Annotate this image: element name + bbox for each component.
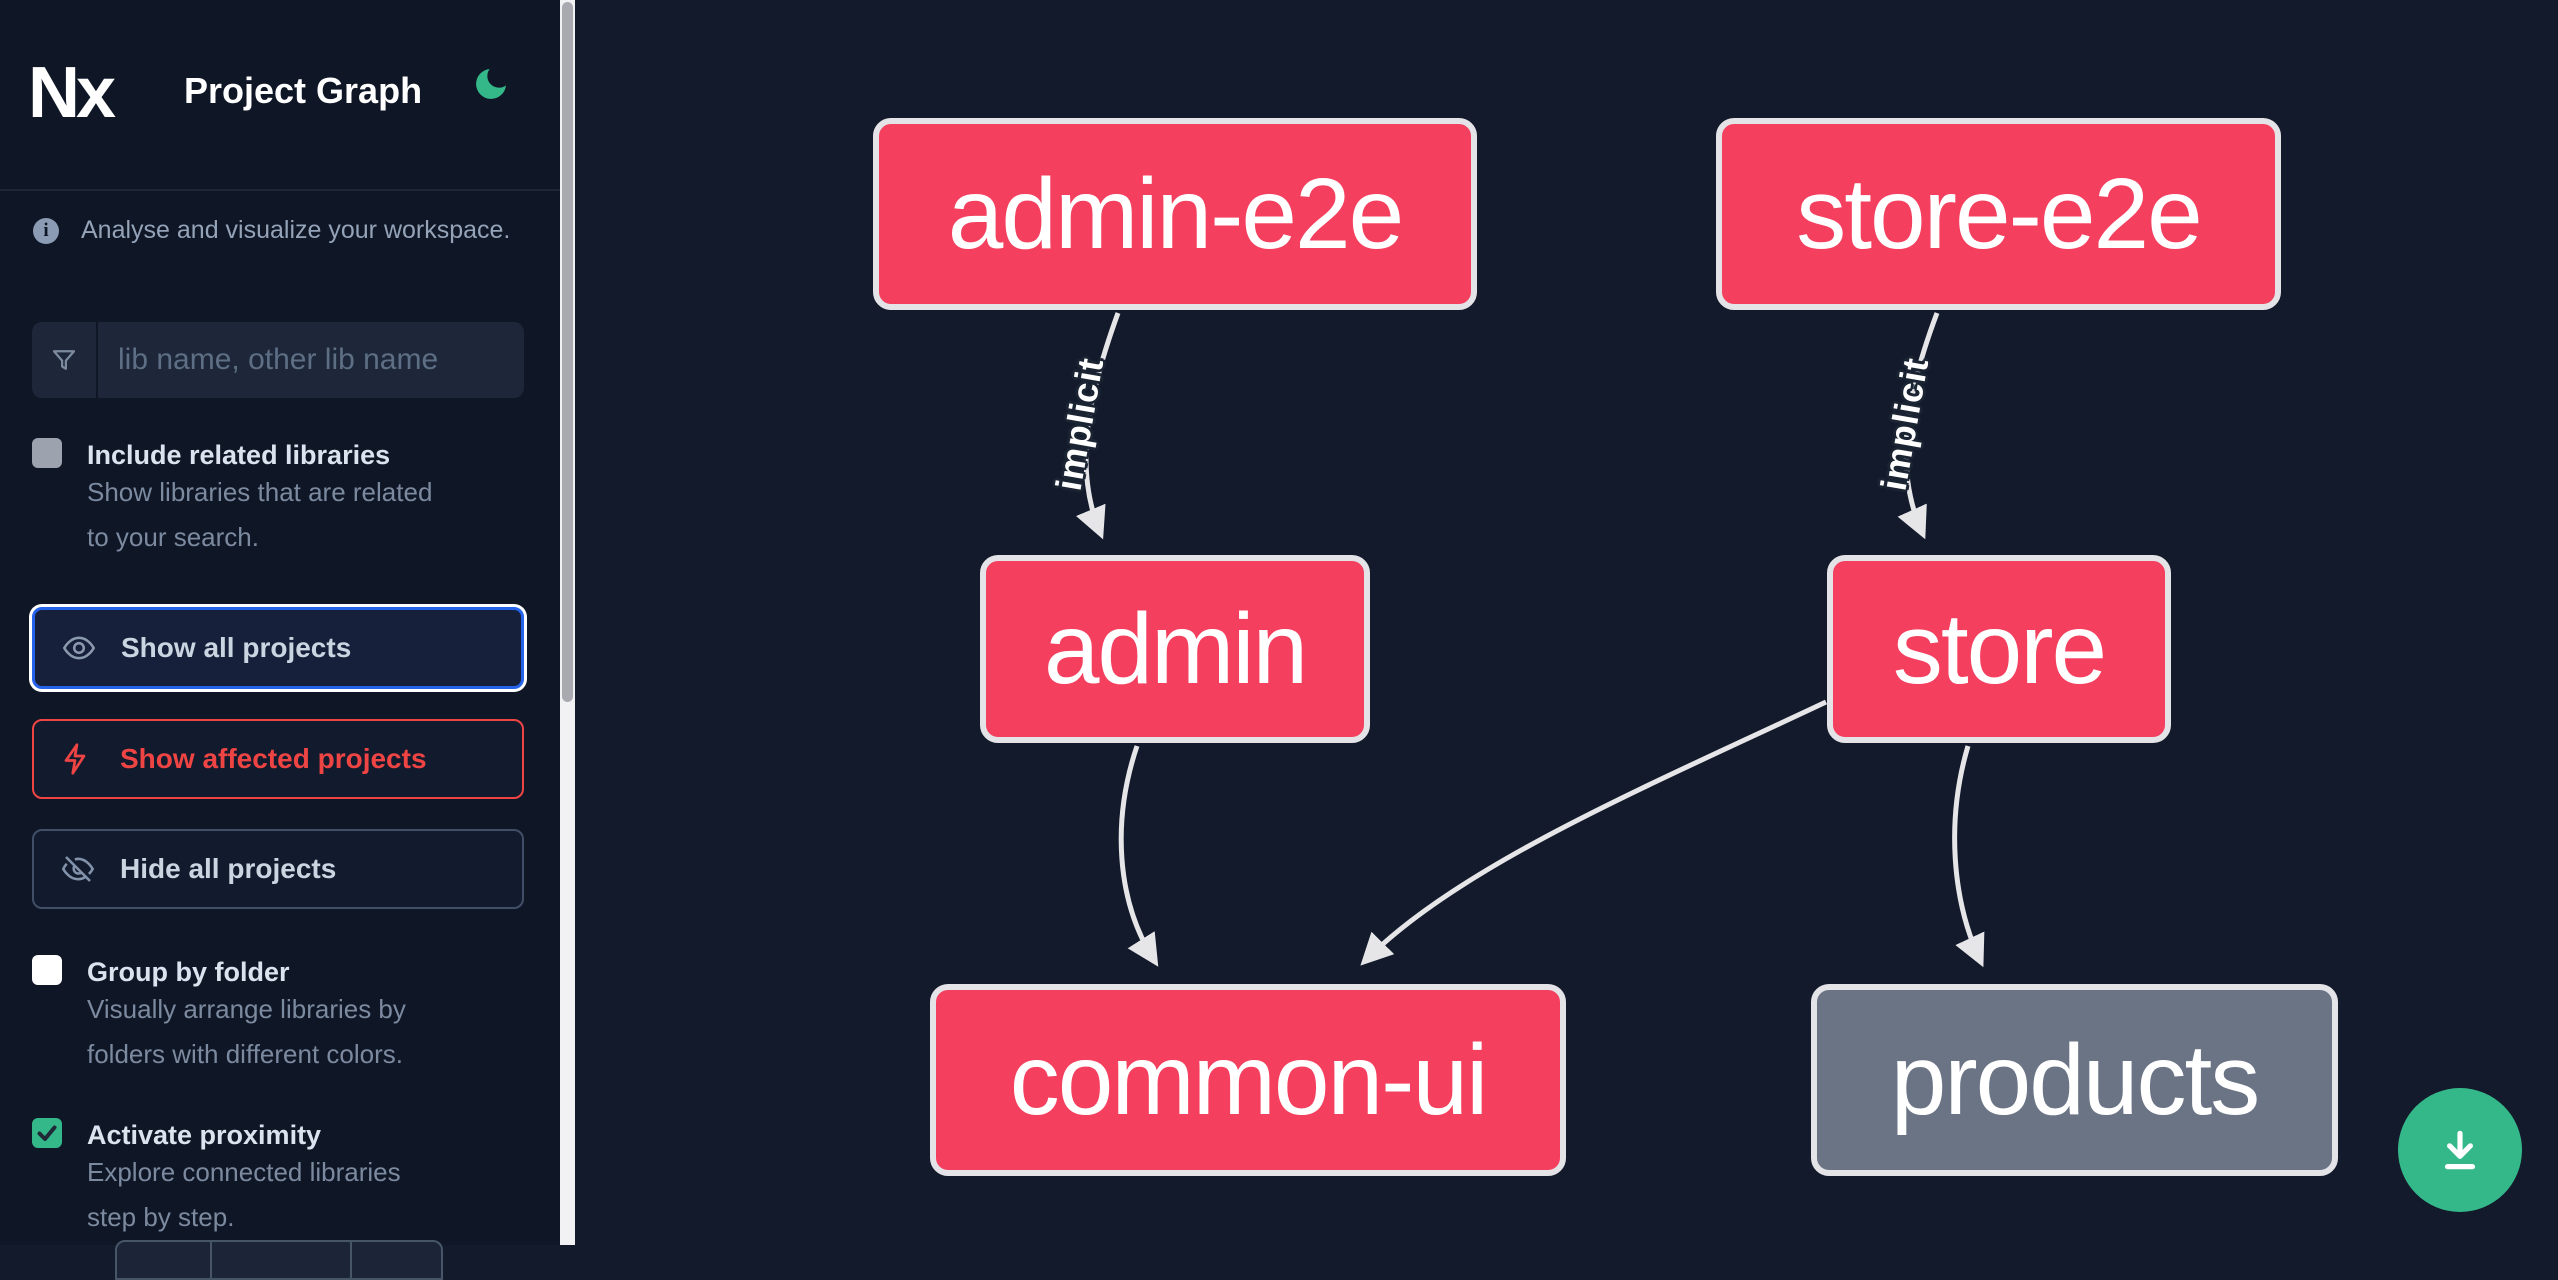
graph-node-products[interactable]: products [1811, 984, 2338, 1176]
graph-node-admin[interactable]: admin [980, 555, 1370, 743]
eye-icon [62, 636, 96, 660]
check-icon [37, 1125, 57, 1141]
checkbox-group-by-folder[interactable] [32, 955, 62, 985]
info-icon: i [33, 217, 59, 244]
graph-node-common-ui[interactable]: common-ui [930, 984, 1566, 1176]
graph-edge-store-products [1952, 745, 1985, 968]
stepper-value [210, 1242, 350, 1278]
checkbox-activate-proximity-description: Explore connected libraries step by step… [87, 1157, 401, 1232]
graph-edge-admin-e2e-admin [1075, 312, 1121, 540]
show-all-projects-button[interactable]: Show all projects [32, 607, 524, 689]
show-affected-projects-button[interactable]: Show affected projects [32, 719, 524, 799]
checkbox-include-related-label[interactable]: Include related libraries [87, 440, 391, 470]
filter-icon [32, 322, 98, 398]
graph-node-admin-e2e[interactable]: admin-e2e [873, 118, 1477, 310]
sidebar: Nx Project Graph i Analyse and visualize… [0, 0, 560, 1280]
show-all-projects-label: Show all projects [121, 632, 352, 663]
edge-group [1075, 312, 1985, 968]
checkbox-activate-proximity-label[interactable]: Activate proximity [87, 1120, 322, 1150]
proximity-depth-stepper [115, 1240, 443, 1280]
graph-edge-admin-common-ui [1118, 745, 1159, 967]
graph-node-store[interactable]: store [1827, 555, 2171, 743]
checkbox-include-related-description: Show libraries that are related to your … [87, 477, 433, 552]
stepper-increment-button[interactable] [350, 1242, 441, 1278]
checkbox-activate-proximity[interactable] [32, 1118, 62, 1148]
hide-all-projects-button[interactable]: Hide all projects [32, 829, 524, 909]
graph-edge-store-e2e-store [1897, 312, 1940, 540]
nx-logo: Nx [28, 53, 116, 133]
theme-toggle-moon-icon[interactable] [471, 64, 511, 104]
scrollbar-thumb[interactable] [562, 2, 573, 702]
sidebar-scrollbar[interactable] [560, 0, 575, 1245]
checkbox-group-by-folder-description: Visually arrange libraries by folders wi… [87, 994, 406, 1069]
info-banner: i Analyse and visualize your workspace. [33, 216, 510, 245]
edges-svg [1075, 312, 1985, 968]
search-box [32, 322, 524, 398]
stepper-decrement-button[interactable] [117, 1242, 210, 1278]
search-input[interactable] [98, 322, 524, 398]
graph-edge-store-common-ui [1360, 699, 1828, 966]
download-icon [2444, 1130, 2476, 1170]
checkbox-include-related[interactable] [32, 438, 62, 468]
checkbox-group-by-folder-label[interactable]: Group by folder [87, 957, 290, 987]
graph-node-store-e2e[interactable]: store-e2e [1716, 118, 2281, 310]
hide-all-projects-label: Hide all projects [120, 853, 337, 884]
info-text: Analyse and visualize your workspace. [81, 216, 511, 244]
bolt-icon [64, 743, 86, 775]
page-title: Project Graph [184, 70, 423, 111]
download-graph-button[interactable] [2398, 1088, 2522, 1212]
header-divider [0, 189, 560, 191]
eye-slash-icon [61, 856, 95, 882]
show-affected-projects-label: Show affected projects [120, 743, 427, 774]
